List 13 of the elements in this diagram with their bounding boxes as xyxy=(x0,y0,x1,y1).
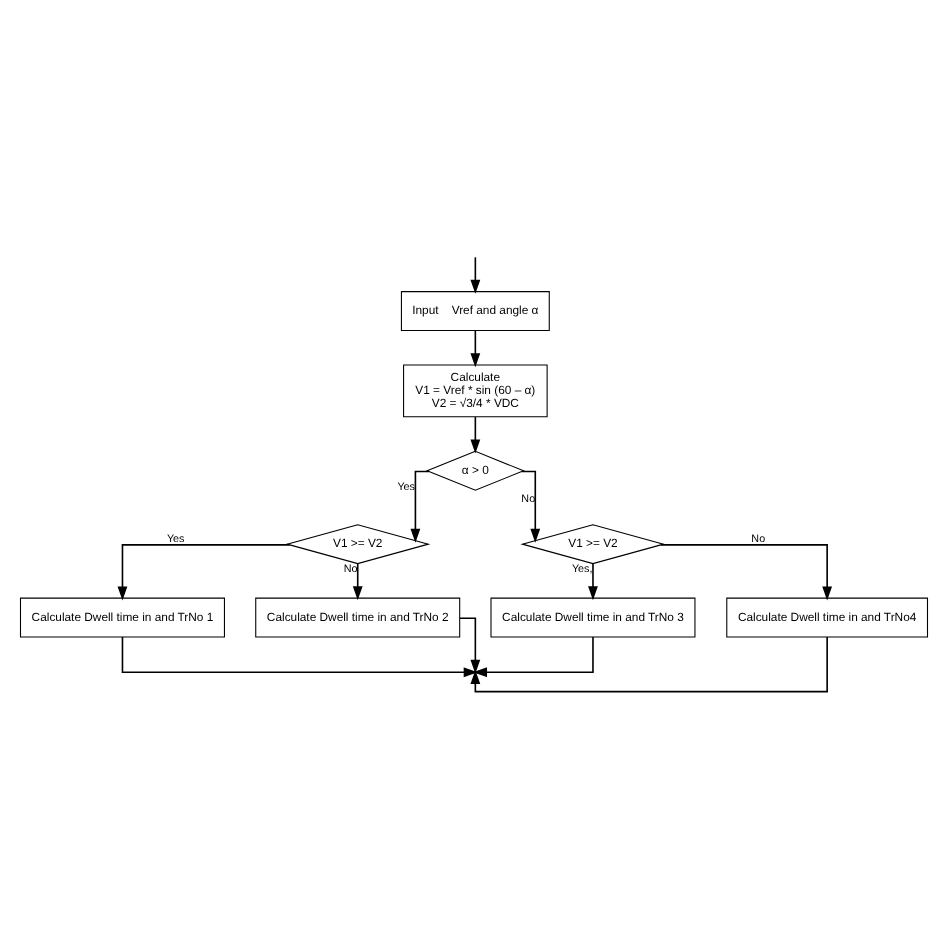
arrow xyxy=(117,544,291,601)
arrow xyxy=(352,563,363,601)
arrow xyxy=(520,470,541,543)
arrow xyxy=(459,617,481,674)
arrow xyxy=(660,544,833,601)
arrow xyxy=(470,636,828,693)
arrow xyxy=(121,636,478,678)
arrow xyxy=(473,636,594,678)
arrow xyxy=(470,416,481,454)
arrow xyxy=(588,563,598,601)
arrow xyxy=(470,330,481,368)
arrow xyxy=(410,470,430,543)
arrow xyxy=(470,256,481,294)
